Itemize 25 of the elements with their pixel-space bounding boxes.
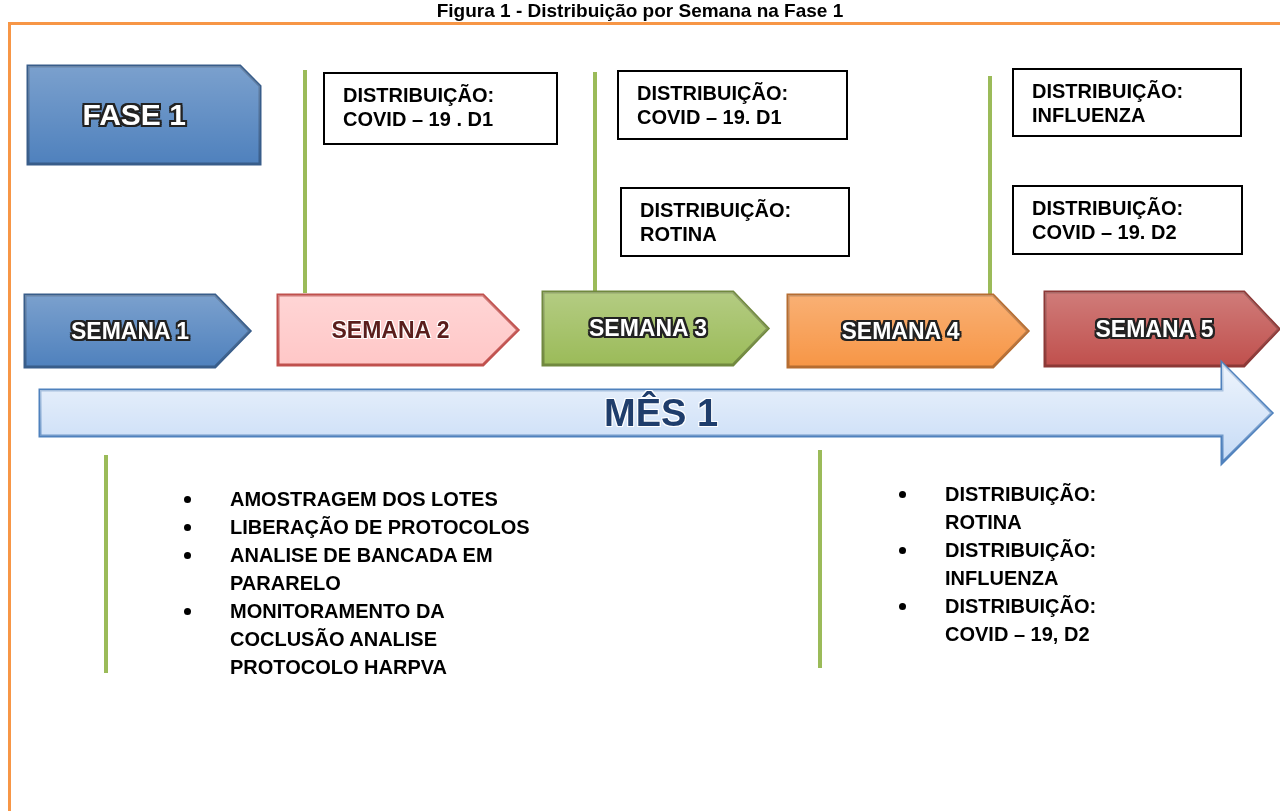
box-label: DISTRIBUIÇÃO: ROTINA — [640, 198, 793, 246]
bullet-item: DISTRIBUIÇÃO: COVID – 19, D2 — [945, 595, 1097, 645]
month-arrow-label: MÊS 1 — [604, 391, 719, 435]
text-box — [323, 72, 558, 145]
text-box — [1012, 68, 1242, 137]
text-box — [620, 187, 850, 257]
week-banner-label: SEMANA 4 — [841, 317, 960, 345]
bullet-item: DISTRIBUIÇÃO: INFLUENZA — [945, 539, 1097, 589]
box-label: DISTRIBUIÇÃO: COVID – 19. D1 — [637, 81, 790, 129]
week-banner-label: SEMANA 2 — [331, 316, 450, 344]
figure-title: Figura 1 - Distribuição por Semana na Fase 1 — [435, 0, 845, 22]
box-label: DISTRIBUIÇÃO: COVID – 19 . D1 — [343, 83, 496, 131]
bullet-item: DISTRIBUIÇÃO: ROTINA — [945, 483, 1097, 533]
week-banner-label: SEMANA 3 — [589, 315, 707, 342]
bullet-item: AMOSTRAGEM DOS LOTES — [230, 488, 498, 510]
week-banner-label: SEMANA 5 — [1095, 315, 1214, 343]
box-label: DISTRIBUIÇÃO: INFLUENZA — [1032, 79, 1185, 127]
week-banner-label: SEMANA 1 — [71, 317, 189, 345]
bullet-item: MONITORAMENTO DA COCLUSÃO ANALISE PROTOCOLO HARPVA — [230, 600, 448, 678]
bullet-item: ANALISE DE BANCADA EM PARARELO — [230, 544, 493, 594]
box-label: DISTRIBUIÇÃO: COVID – 19. D2 — [1032, 196, 1185, 244]
bullet-item: LIBERAÇÃO DE PROTOCOLOS — [230, 516, 530, 538]
text-box — [1012, 185, 1243, 255]
text-box — [617, 70, 848, 140]
phase-banner-label: FASE 1 — [82, 98, 186, 132]
